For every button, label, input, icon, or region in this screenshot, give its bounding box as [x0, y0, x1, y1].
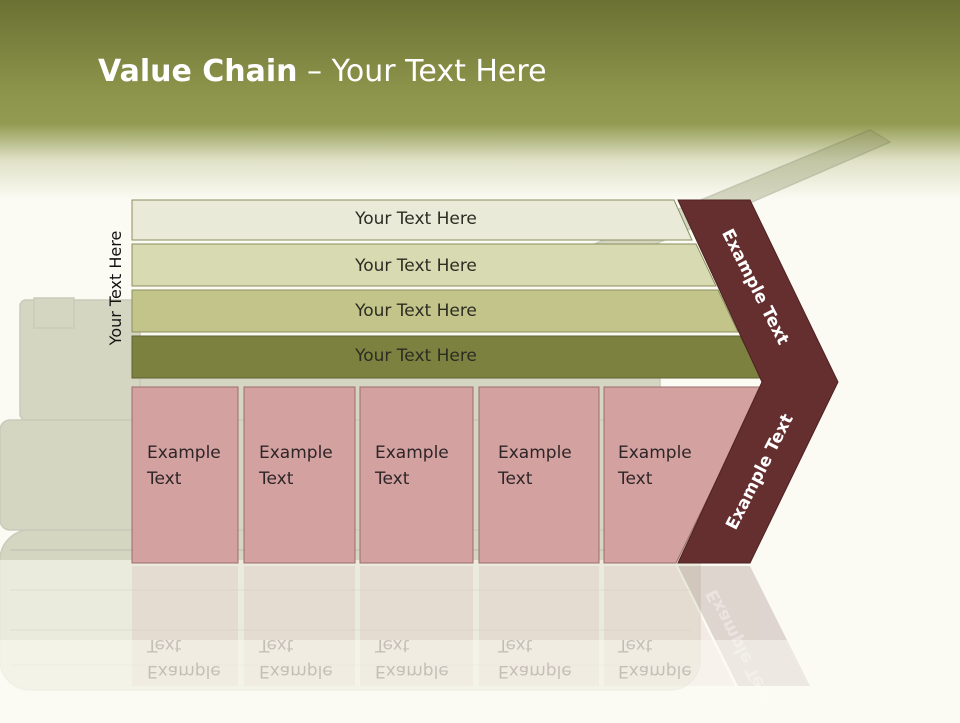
reflected-cell-text-2: Example Text: [259, 632, 359, 684]
cell-line-2: Text: [618, 469, 653, 489]
reflected-cell-text-5: Example Text: [618, 632, 718, 684]
cell-line-1: Example: [498, 661, 572, 681]
cell-line-2: Text: [498, 469, 533, 489]
cell-line-1: Example: [498, 443, 572, 463]
cell-line-2: Text: [147, 635, 182, 655]
reflected-cell-text-1: Example Text: [147, 632, 247, 684]
cell-line-2: Text: [259, 469, 294, 489]
slide-title: Value Chain – Your Text Here: [98, 52, 547, 92]
cell-line-1: Example: [259, 443, 333, 463]
cell-line-2: Text: [375, 635, 410, 655]
reflected-cell-text-3: Example Text: [375, 632, 475, 684]
header-band: [0, 0, 960, 200]
support-bar-1: [131, 199, 693, 241]
primary-cell-3: [359, 386, 474, 564]
primary-cell-5: [603, 386, 763, 564]
cell-line-1: Example: [147, 443, 221, 463]
support-bar-3: [131, 289, 739, 333]
cell-line-2: Text: [147, 469, 182, 489]
support-bar-2: [131, 243, 717, 287]
reflected-cell-text-4: Example Text: [498, 632, 598, 684]
cell-line-1: Example: [375, 443, 449, 463]
cell-line-2: Text: [375, 469, 410, 489]
primary-cell-4: [478, 386, 600, 564]
cell-line-1: Example: [618, 443, 692, 463]
cell-line-2: Text: [498, 635, 533, 655]
cell-line-1: Example: [147, 661, 221, 681]
cell-line-1: Example: [618, 661, 692, 681]
title-bold: Value Chain: [98, 54, 298, 89]
support-bar-label-2: Your Text Here: [355, 256, 477, 276]
cell-line-2: Text: [618, 635, 653, 655]
support-bar-label-3: Your Text Here: [355, 301, 477, 321]
title-rest: – Your Text Here: [297, 54, 547, 89]
cell-line-1: Example: [375, 661, 449, 681]
cell-line-1: Example: [259, 661, 333, 681]
support-bar-label-4: Your Text Here: [355, 346, 477, 366]
primary-cell-1: [131, 386, 239, 564]
primary-cell-2: [243, 386, 356, 564]
side-label: Your Text Here: [106, 230, 125, 346]
support-bar-label-1: Your Text Here: [355, 209, 477, 229]
cell-line-2: Text: [259, 635, 294, 655]
margin-chevron: [677, 199, 839, 564]
